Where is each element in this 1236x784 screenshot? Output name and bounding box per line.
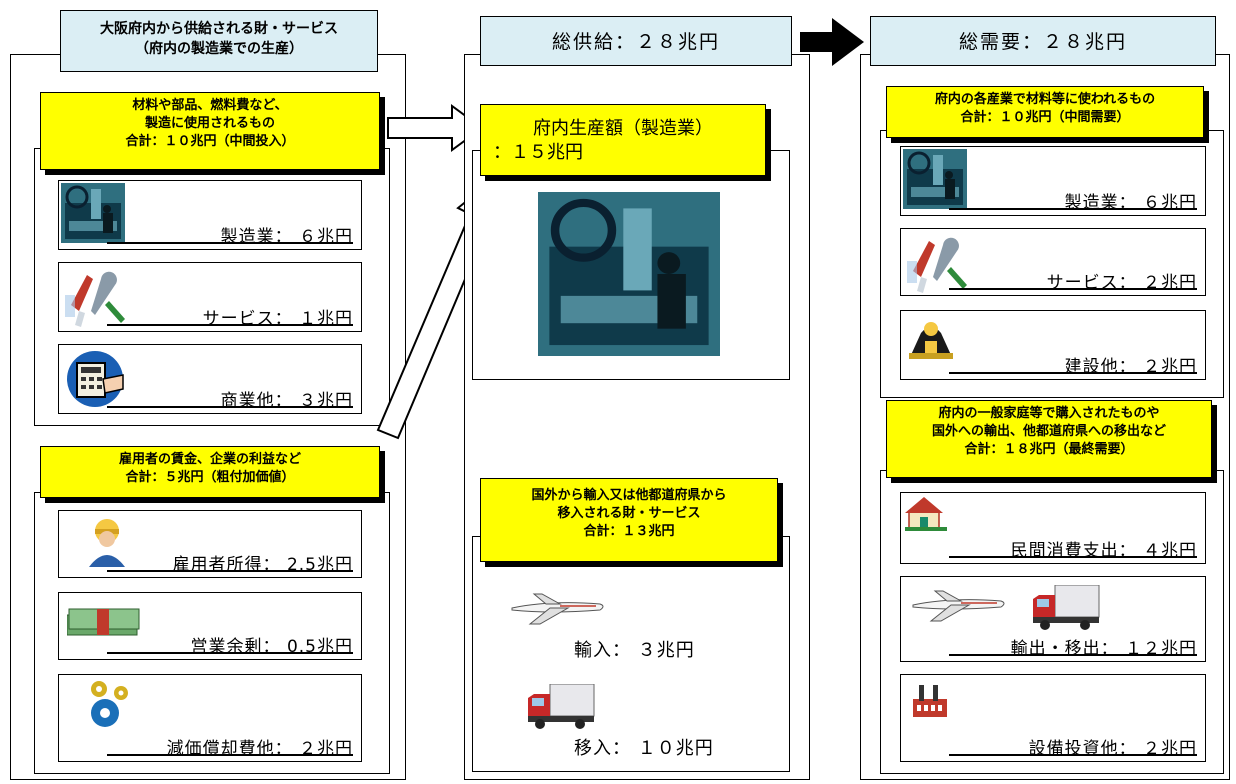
production-line2: ：１５兆円 bbox=[493, 142, 583, 163]
list-item: 減価償却費他： ２兆円 bbox=[58, 674, 362, 762]
value-added-line1: 雇用者の賃金、企業の利益など bbox=[118, 452, 301, 467]
imports-line3: 合計：１３兆円 bbox=[583, 524, 675, 539]
intermediate-input-box: 材料や部品、燃料費など、 製造に使用されるもの 合計：１０兆円（中間投入） bbox=[40, 92, 380, 170]
gears-icon bbox=[91, 681, 128, 727]
imports-line1: 国外から輸入又は他都道府県から bbox=[531, 488, 727, 503]
list-item: 設備投資他： ２兆円 bbox=[900, 674, 1206, 762]
production-line1: 府内生産額（製造業） bbox=[533, 118, 713, 139]
total-demand-header: 総需要：２８兆円 bbox=[870, 16, 1216, 66]
imports-frame bbox=[472, 536, 790, 772]
final-demand-box: 府内の一般家庭等で購入されたものや 国外への輸出、他都道府県への移出など 合計：… bbox=[886, 400, 1212, 478]
item-label: 製造業： ６兆円 bbox=[1064, 193, 1197, 213]
calculator-icon bbox=[66, 350, 124, 408]
tools-icon bbox=[907, 237, 967, 293]
final-demand-line3: 合計：１８兆円（最終需要） bbox=[964, 442, 1134, 457]
intermediate-input-line3: 合計：１０兆円（中間投入） bbox=[125, 134, 295, 149]
list-item: 製造業： ６兆円 bbox=[58, 180, 362, 250]
imports-line2: 移入される財・サービス bbox=[557, 506, 701, 521]
intermediate-demand-line2: 合計：１０兆円（中間需要） bbox=[960, 110, 1130, 125]
item-label: 雇用者所得： 2.5兆円 bbox=[172, 555, 353, 575]
truck-icon bbox=[1033, 585, 1100, 631]
total-supply-header: 総供給：２８兆円 bbox=[480, 16, 792, 66]
left-header: 大阪府内から供給される財・サービス （府内の製造業での生産） bbox=[60, 10, 378, 72]
item-label: 民間消費支出： ４兆円 bbox=[1010, 541, 1197, 561]
intermediate-demand-line1: 府内の各産業で材料等に使われるもの bbox=[934, 92, 1156, 107]
intermediate-demand-box: 府内の各産業で材料等に使われるもの 合計：１０兆円（中間需要） bbox=[886, 86, 1204, 138]
airplane-icon bbox=[912, 590, 1005, 622]
item-label: 商業他： ３兆円 bbox=[220, 391, 353, 411]
factory-icon bbox=[913, 685, 947, 717]
intermediate-input-line2: 製造に使用されるもの bbox=[144, 116, 275, 131]
factory-machine-icon bbox=[538, 192, 720, 356]
list-item: 製造業： ６兆円 bbox=[900, 146, 1206, 216]
item-label: サービス： ２兆円 bbox=[1046, 273, 1197, 293]
item-label: 減価償却費他： ２兆円 bbox=[166, 739, 353, 759]
worker-icon bbox=[89, 519, 125, 567]
factory-machine-icon bbox=[61, 183, 127, 245]
airplane-icon bbox=[511, 593, 604, 625]
value-added-box: 雇用者の賃金、企業の利益など 合計：５兆円（粗付加価値） bbox=[40, 446, 380, 498]
total-supply-title: 総供給：２８兆円 bbox=[551, 31, 720, 53]
production-box: 府内生産額（製造業） ：１５兆円 bbox=[480, 104, 766, 176]
value-added-line2: 合計：５兆円（粗付加価値） bbox=[125, 470, 295, 485]
item-label: 設備投資他： ２兆円 bbox=[1028, 739, 1197, 759]
item-label: 営業余剰： 0.5兆円 bbox=[190, 637, 353, 657]
factory-machine-icon bbox=[903, 149, 969, 211]
intermediate-input-line1: 材料や部品、燃料費など、 bbox=[132, 98, 288, 113]
list-item: 営業余剰： 0.5兆円 bbox=[58, 592, 362, 660]
construction-worker-icon bbox=[909, 322, 953, 359]
item-label: 輸出・移出： １２兆円 bbox=[1010, 639, 1197, 659]
list-item: サービス： ２兆円 bbox=[900, 228, 1206, 296]
imports-box: 国外から輸入又は他都道府県から 移入される財・サービス 合計：１３兆円 bbox=[480, 478, 778, 562]
list-item: 雇用者所得： 2.5兆円 bbox=[58, 510, 362, 578]
total-demand-title: 総需要：２８兆円 bbox=[958, 31, 1127, 53]
list-item: サービス： １兆円 bbox=[58, 262, 362, 332]
tools-icon bbox=[65, 271, 125, 327]
item-label: 建設他： ２兆円 bbox=[1064, 357, 1197, 377]
import-label: 輸入： ３兆円 bbox=[574, 640, 695, 661]
item-label: サービス： １兆円 bbox=[202, 309, 353, 329]
house-icon bbox=[905, 497, 948, 532]
left-header-line1: 大阪府内から供給される財・サービス bbox=[100, 21, 338, 37]
final-demand-line2: 国外への輸出、他都道府県への移出など bbox=[931, 424, 1166, 439]
item-label: 製造業： ６兆円 bbox=[220, 227, 353, 247]
list-item: 輸出・移出： １２兆円 bbox=[900, 576, 1206, 662]
truck-icon bbox=[528, 684, 595, 730]
list-item: 商業他： ３兆円 bbox=[58, 344, 362, 414]
money-icon bbox=[67, 608, 140, 636]
list-item: 建設他： ２兆円 bbox=[900, 310, 1206, 380]
transfer-in-label: 移入： １０兆円 bbox=[574, 738, 714, 759]
left-header-line2: （府内の製造業での生産） bbox=[135, 41, 303, 57]
final-demand-line1: 府内の一般家庭等で購入されたものや bbox=[938, 406, 1160, 421]
list-item: 民間消費支出： ４兆円 bbox=[900, 492, 1206, 564]
